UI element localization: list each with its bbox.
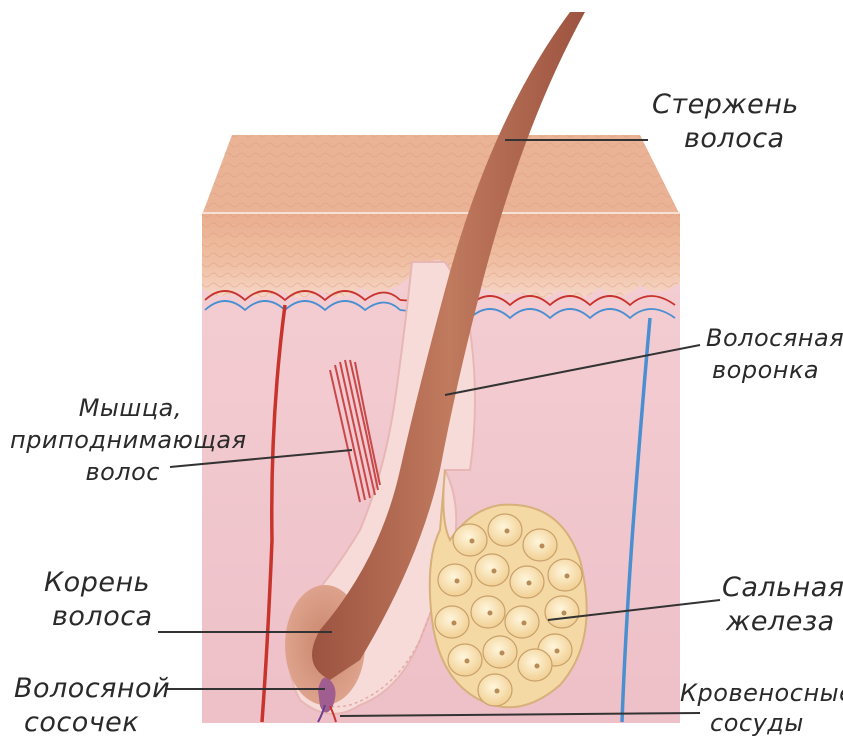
label-hair-funnel: Волосяная воронка (706, 322, 843, 386)
gland-cell-nucleus (500, 651, 505, 656)
gland-cell-nucleus (470, 539, 475, 544)
label-hair-root: Корень волоса (44, 566, 153, 634)
gland-cell-nucleus (488, 611, 493, 616)
gland-cell-nucleus (505, 529, 510, 534)
gland-cell-nucleus (527, 581, 532, 586)
gland-cell-nucleus (535, 664, 540, 669)
gland-cell-nucleus (565, 574, 570, 579)
gland-cell-nucleus (465, 659, 470, 664)
label-sebaceous-gland: Сальная железа (722, 571, 843, 639)
gland-cell-nucleus (452, 621, 457, 626)
gland-cell-nucleus (495, 689, 500, 694)
gland-cell-nucleus (455, 579, 460, 584)
gland-cell-nucleus (540, 544, 545, 549)
gland-cell-nucleus (562, 611, 567, 616)
label-blood-vessels: Кровеносные сосуды (680, 678, 843, 738)
skin-top-surface (202, 135, 680, 215)
gland-cell-nucleus (555, 649, 560, 654)
label-hair-papilla: Волосяной сосочек (14, 672, 170, 740)
label-arrector-muscle: Мышца, приподнимающая волос (10, 392, 222, 488)
gland-cell-nucleus (492, 569, 497, 574)
label-hair-shaft: Стержень волоса (652, 88, 799, 156)
gland-cell-nucleus (522, 621, 527, 626)
